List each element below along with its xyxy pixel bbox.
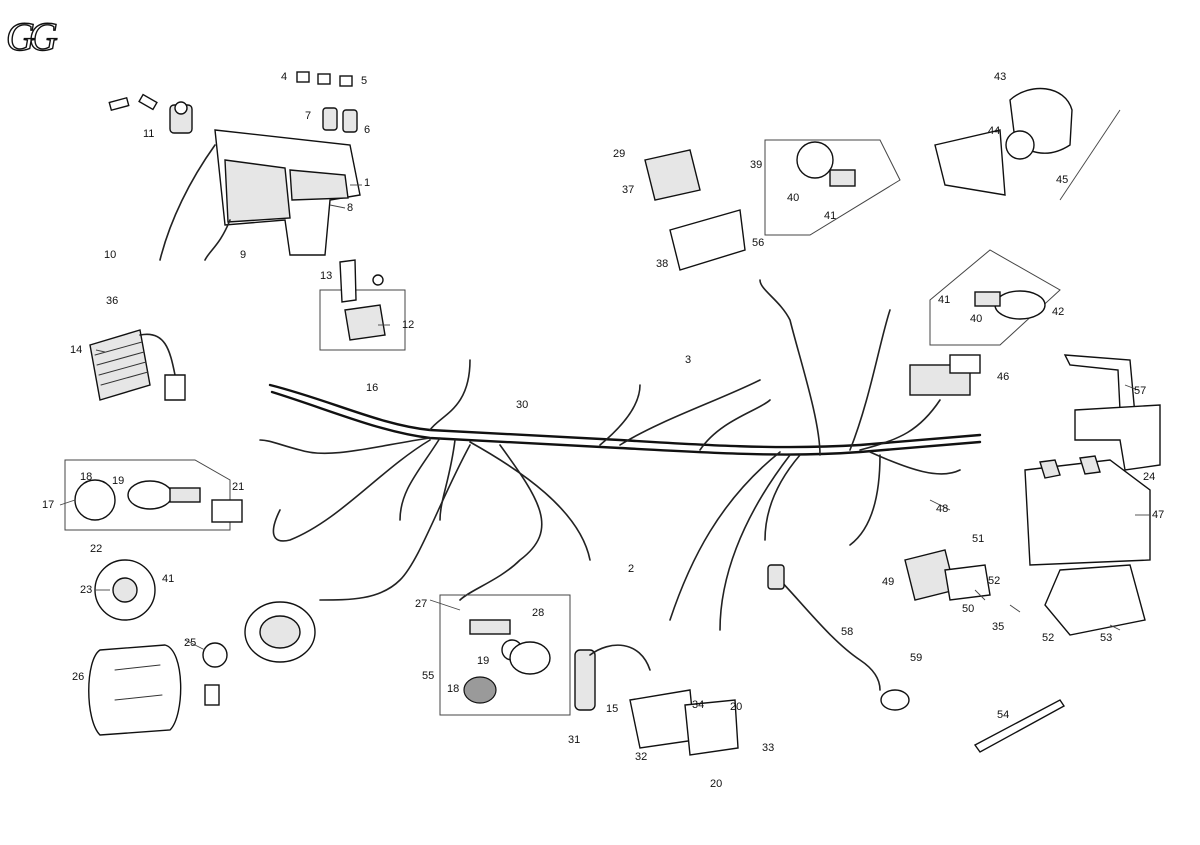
cable-tie (973, 699, 1066, 753)
callout-52-a: 52 (988, 575, 1000, 587)
callout-59: 59 (910, 652, 922, 664)
callout-50: 50 (962, 603, 974, 615)
callout-29: 29 (613, 148, 625, 160)
main-harness (259, 279, 982, 631)
callout-16: 16 (366, 382, 378, 394)
callout-58: 58 (841, 626, 853, 638)
callout-12: 12 (402, 319, 414, 331)
brand-logo: GG (5, 13, 64, 59)
callout-1: 1 (364, 177, 370, 189)
callout-33: 33 (762, 742, 774, 754)
callout-56: 56 (752, 237, 764, 249)
battery (1024, 354, 1161, 636)
speed-sensor (767, 564, 910, 711)
callout-26: 26 (72, 671, 84, 683)
callout-8: 8 (347, 202, 353, 214)
callout-22: 22 (90, 543, 102, 555)
callout-40-b: 40 (970, 313, 982, 325)
turn-signal-rear-right (929, 249, 1061, 346)
callout-2: 2 (628, 563, 634, 575)
callout-37: 37 (622, 184, 634, 196)
regulator-rectifier (89, 329, 186, 401)
callout-41-c: 41 (162, 573, 174, 585)
ignition-coil (574, 644, 739, 756)
callout-10: 10 (104, 249, 116, 261)
callout-38: 38 (656, 258, 668, 270)
callout-5: 5 (361, 75, 367, 87)
callout-15: 15 (606, 703, 618, 715)
callout-21: 21 (232, 481, 244, 493)
callout-39: 39 (750, 159, 762, 171)
callout-19-a: 19 (112, 475, 124, 487)
callout-18-a: 18 (80, 471, 92, 483)
callout-19-b: 19 (477, 655, 489, 667)
callout-18-b: 18 (447, 683, 459, 695)
headlight (88, 601, 316, 736)
callout-17: 17 (42, 499, 54, 511)
turn-signal-rear-left (764, 139, 901, 236)
callout-46: 46 (997, 371, 1009, 383)
callout-45: 45 (1056, 174, 1068, 186)
callout-51: 51 (972, 533, 984, 545)
callout-35: 35 (992, 621, 1004, 633)
callout-6: 6 (364, 124, 370, 136)
callout-49: 49 (882, 576, 894, 588)
callout-34: 34 (692, 699, 704, 711)
leader-lines (59, 184, 1150, 651)
callout-3: 3 (685, 354, 691, 366)
callout-52-b: 52 (1042, 632, 1054, 644)
brand-logo-text: GG (6, 14, 58, 59)
starter-solenoid (904, 549, 991, 601)
callout-27: 27 (415, 598, 427, 610)
callout-41-a: 41 (824, 210, 836, 222)
indicator-bulbs (296, 71, 358, 133)
callout-40-a: 40 (787, 192, 799, 204)
callout-53: 53 (1100, 632, 1112, 644)
callout-labels: 1 2 3 4 5 6 7 8 9 10 11 12 13 14 15 16 1… (42, 71, 1164, 790)
callout-14: 14 (70, 344, 82, 356)
callout-48: 48 (936, 503, 948, 515)
callout-11: 11 (143, 128, 154, 140)
fuse-box (909, 354, 981, 396)
callout-9: 9 (240, 249, 246, 261)
callout-36: 36 (106, 295, 118, 307)
callout-24: 24 (1143, 471, 1155, 483)
callout-54: 54 (997, 709, 1009, 721)
turn-signal-front-right (439, 594, 571, 716)
callout-44: 44 (988, 125, 1000, 137)
tail-light (934, 87, 1121, 201)
callout-25: 25 (184, 637, 196, 649)
callout-57: 57 (1134, 385, 1146, 397)
callout-4: 4 (281, 71, 287, 83)
cdi-unit (644, 149, 746, 271)
instrument-cluster (159, 129, 361, 261)
callout-20-a: 20 (730, 701, 742, 713)
starter-relay (319, 259, 406, 351)
callout-7: 7 (305, 110, 311, 122)
callout-30: 30 (516, 399, 528, 411)
callout-55: 55 (422, 670, 434, 682)
ignition-switch (108, 93, 193, 134)
horn (94, 559, 156, 621)
callout-41-b: 41 (938, 294, 950, 306)
parking-lamp-assembly (64, 459, 243, 531)
callout-47: 47 (1152, 509, 1164, 521)
callout-43: 43 (994, 71, 1006, 83)
callout-23: 23 (80, 584, 92, 596)
callout-20-b: 20 (710, 778, 722, 790)
callout-28: 28 (532, 607, 544, 619)
callout-32: 32 (635, 751, 647, 763)
callout-31: 31 (568, 734, 580, 746)
callout-13: 13 (320, 270, 332, 282)
callout-42: 42 (1052, 306, 1064, 318)
